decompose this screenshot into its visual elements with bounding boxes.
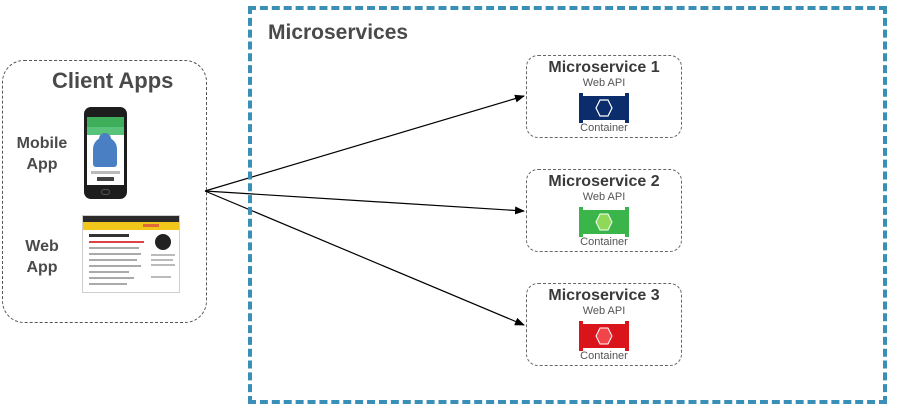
- microservice-1-container-icon: [579, 93, 629, 123]
- microservice-2-container-label: Container: [580, 236, 628, 248]
- microservice-3-container-icon: [579, 321, 629, 351]
- arrow-to-microservice-1: [204, 94, 525, 192]
- microservice-1-box: Microservice 1 Web API Container: [526, 55, 682, 138]
- microservice-1-container-label: Container: [580, 122, 628, 134]
- microservice-1-api-label: Web API: [582, 77, 626, 89]
- arrow-to-microservice-3: [204, 190, 525, 326]
- microservice-3-container-label: Container: [580, 350, 628, 362]
- arrow-to-microservice-2: [204, 190, 525, 215]
- web-app-label: Web App: [25, 238, 59, 276]
- web-app-screenshot-image: [82, 215, 180, 293]
- microservice-2-title: Microservice 2: [548, 173, 660, 190]
- microservice-2-api-label: Web API: [582, 191, 626, 203]
- microservice-2-container-icon: [579, 207, 629, 237]
- mobile-app-label: Mobile App: [16, 135, 68, 173]
- microservice-3-api-label: Web API: [582, 305, 626, 317]
- client-apps-title: Client Apps: [52, 68, 174, 93]
- microservice-3-box: Microservice 3 Web API Container: [526, 283, 682, 366]
- client-apps-group: [2, 60, 207, 323]
- microservices-title: Microservices: [268, 21, 409, 44]
- microservice-1-title: Microservice 1: [548, 59, 660, 76]
- mobile-phone-image: [84, 107, 127, 199]
- microservice-3-title: Microservice 3: [548, 287, 660, 304]
- microservices-group: [248, 6, 887, 404]
- microservice-2-box: Microservice 2 Web API Container: [526, 169, 682, 252]
